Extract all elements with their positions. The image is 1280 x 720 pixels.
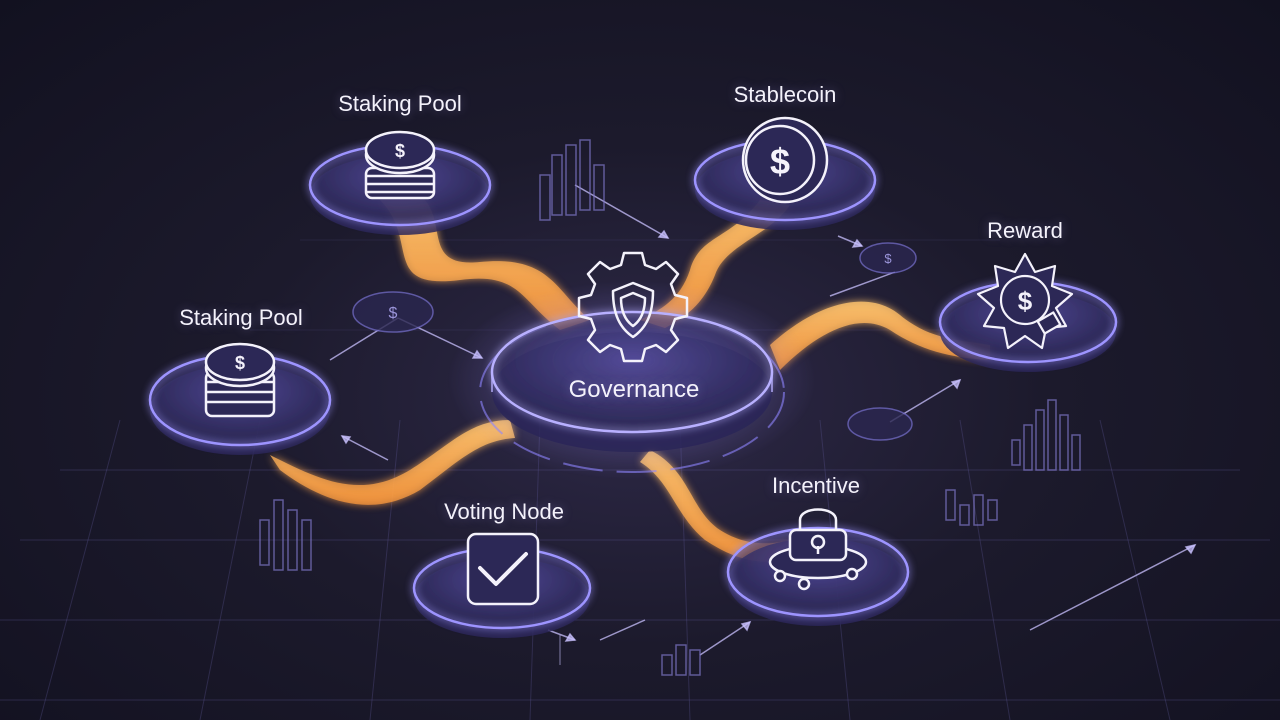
- flow-ribbon-incentive: [640, 450, 790, 562]
- label-reward: Reward: [987, 218, 1063, 243]
- svg-text:$: $: [389, 305, 398, 322]
- label-staking-pool-top: Staking Pool: [338, 91, 462, 116]
- node-staking-pool-left: $: [148, 342, 332, 455]
- bar-cluster-bottom: [661, 644, 701, 676]
- node-staking-pool-top: $: [308, 130, 492, 235]
- label-voting-node: Voting Node: [444, 499, 564, 524]
- node-incentive: [726, 508, 910, 626]
- svg-text:$: $: [395, 141, 405, 161]
- governance-hub: [447, 251, 817, 480]
- label-stablecoin: Stablecoin: [733, 82, 837, 107]
- label-incentive: Incentive: [771, 473, 861, 498]
- node-stablecoin: $: [693, 116, 877, 230]
- coin-stack-icon: $: [364, 130, 436, 200]
- padlock-icon: [768, 508, 868, 591]
- checkbox-icon: [466, 532, 540, 606]
- svg-text:$: $: [884, 251, 892, 266]
- coin-stack-icon: $: [204, 342, 276, 418]
- dollar-coin-icon: $: [741, 116, 829, 204]
- bar-cluster-top: [539, 139, 605, 221]
- node-reward: $: [938, 252, 1118, 372]
- label-governance: Governance: [568, 376, 700, 403]
- flow-ribbon-reward: [770, 301, 990, 370]
- bar-cluster-left: [259, 499, 312, 571]
- reward-badge-icon: $: [976, 252, 1074, 350]
- flow-ribbon-staking-left: [270, 420, 515, 505]
- svg-text:$: $: [235, 353, 245, 373]
- svg-text:$: $: [1018, 286, 1033, 316]
- shield-gear-icon: [577, 251, 689, 363]
- svg-text:$: $: [770, 141, 790, 182]
- node-voting-node: [412, 532, 592, 638]
- floating-coin-3: [847, 407, 913, 441]
- floating-coin-1: $: [352, 291, 434, 333]
- floating-coin-2: $: [859, 242, 917, 274]
- label-staking-pool-left: Staking Pool: [179, 305, 303, 330]
- bar-cluster-right: [945, 399, 1081, 526]
